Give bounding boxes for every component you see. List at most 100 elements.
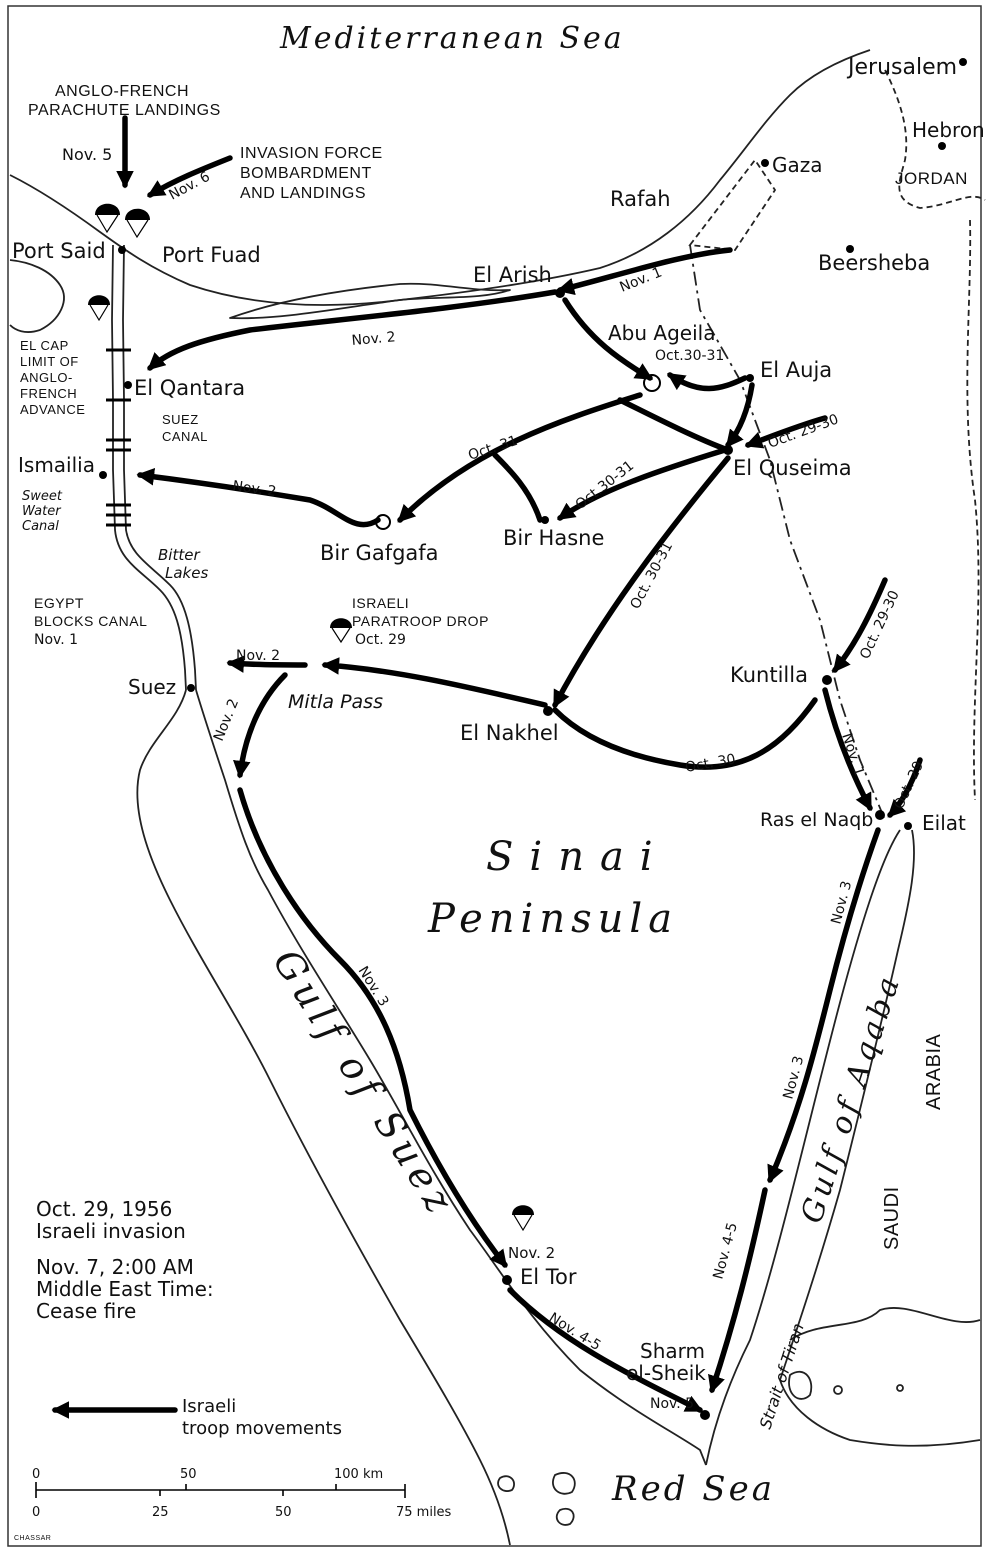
scale-mile-25: 25 — [152, 1505, 169, 1520]
suez-canal-east-bank — [122, 244, 197, 691]
label-mediterranean-sea: Mediterranean Sea — [279, 21, 625, 56]
delta-marsh — [9, 259, 65, 333]
bardawil-lagoon — [229, 282, 511, 320]
route-label-nov2-west: Nov. 2 — [211, 697, 242, 744]
route-label-nov45-west: Nov. 4-5 — [546, 1310, 604, 1354]
scale-km-0: 0 — [32, 1467, 40, 1482]
scale-km-100: 100 km — [334, 1467, 383, 1482]
label-sharm: Sharm — [640, 1339, 705, 1363]
note-sweet-water-2: Water — [22, 504, 62, 519]
map-credit: CHASSAR — [14, 1535, 51, 1542]
town-dot-beersheba — [846, 245, 854, 253]
route-nakhel-mitla — [321, 657, 548, 708]
scale-km-50: 50 — [180, 1467, 197, 1482]
route-mitla-south — [233, 672, 288, 779]
route-abuageila-birgafgafa — [397, 392, 643, 523]
label-beersheba: Beersheba — [818, 251, 930, 275]
legend-arrow-label-2: troop movements — [182, 1418, 342, 1439]
route-border-quseima — [744, 415, 828, 449]
gulf-of-aqaba-east-coast — [779, 829, 981, 1447]
route-east-to-sharm — [708, 1187, 768, 1394]
legend-timezone: Middle East Time: — [36, 1277, 214, 1301]
note-suez-canal-1: SUEZ — [162, 412, 199, 427]
label-gaza: Gaza — [772, 153, 823, 177]
label-rafah: Rafah — [610, 187, 671, 211]
label-hebron: Hebron — [912, 118, 985, 142]
route-elarish-abuageila — [562, 297, 654, 381]
town-dot-hebron — [938, 142, 946, 150]
label-port-fuad: Port Fuad — [162, 243, 261, 267]
route-label-nov45-east: Nov. 4-5 — [710, 1221, 740, 1281]
parachute-icon — [330, 618, 352, 644]
parachute-icon — [88, 295, 110, 322]
route-invasion-force — [146, 155, 233, 198]
route-rasnaqb-south — [767, 827, 881, 1184]
label-el-sheik: el-Sheik — [626, 1361, 706, 1385]
town-dot-suez — [187, 684, 195, 692]
label-jordan: JORDAN — [895, 169, 968, 188]
tiran-island — [788, 1370, 813, 1400]
route-eltor-sharm — [507, 1287, 704, 1413]
route-elarish-qantara — [147, 289, 558, 371]
scale-mile-0: 0 — [32, 1505, 40, 1520]
parachute-icon — [125, 208, 150, 239]
gulf-of-suez-west-coast — [136, 689, 511, 1546]
town-dot-el-qantara — [124, 381, 132, 389]
route-label-oct29-eilat: Oct. 29 — [891, 759, 927, 812]
gulf-of-aqaba-west-coast — [705, 829, 901, 1466]
route-border-kuntilla — [832, 577, 888, 673]
town-dot-el-quseima — [723, 445, 733, 455]
route-label-nov2-ismailia: Nov. 2 — [231, 478, 277, 500]
note-bitter-lakes-1: Bitter — [158, 546, 200, 564]
island-4 — [833, 1385, 843, 1395]
route-mitla-west — [226, 655, 308, 673]
town-dot-bir-hasne — [541, 516, 549, 524]
parachute-icon — [95, 203, 120, 234]
suez-canal-west-bank — [111, 244, 187, 691]
route-birgafgafa-ismailia — [136, 468, 381, 528]
label-eilat: Eilat — [922, 811, 966, 835]
arabian-coast — [789, 1307, 981, 1341]
town-dot-bir-gafgafa — [375, 514, 391, 530]
town-dot-gaza — [761, 159, 769, 167]
label-bir-hasne: Bir Hasne — [503, 526, 604, 550]
label-el-nakhel: El Nakhel — [460, 721, 559, 745]
label-jerusalem: Jerusalem — [846, 55, 957, 80]
route-label-nov2-mitla: Nov. 2 — [236, 648, 280, 664]
note-egypt-blocks-3: Nov. 1 — [34, 632, 78, 648]
note-egypt-blocks-1: EGYPT — [34, 595, 84, 611]
note-sweet-water-3: Canal — [22, 519, 59, 534]
label-suez: Suez — [128, 675, 176, 699]
note-invasion-force-1: INVASION FORCE — [240, 145, 383, 162]
label-red-sea: Red Sea — [611, 1469, 775, 1509]
label-strait-of-tiran: Strait of Tiran — [756, 1321, 808, 1431]
note-israeli-drop-3: Oct. 29 — [355, 632, 406, 648]
label-el-tor: El Tor — [520, 1265, 577, 1289]
note-el-cap-4: FRENCH — [20, 386, 77, 401]
note-bitter-lakes-2: Lakes — [165, 564, 208, 582]
note-nov5-parachute: Nov. 5 — [62, 145, 112, 164]
scale-mile-50: 50 — [275, 1505, 292, 1520]
gulf-of-suez-east-coast — [195, 689, 707, 1466]
town-dot-eilat — [904, 822, 912, 830]
note-suez-canal-2: CANAL — [162, 429, 208, 444]
route-rafah-elarish — [556, 247, 733, 296]
note-el-cap-1: EL CAP — [20, 338, 69, 353]
label-el-arish: El Arish — [473, 263, 552, 287]
label-el-qantara: El Qantara — [134, 376, 245, 400]
label-kuntilla: Kuntilla — [730, 663, 808, 687]
label-sinai: Sinai — [486, 834, 669, 880]
canal-block-marks — [106, 348, 131, 527]
town-dot-el-arish — [555, 288, 565, 298]
route-label-nov2-qantara: Nov. 2 — [351, 329, 396, 349]
town-dot-ras-el-naqb — [875, 810, 885, 820]
label-bir-gafgafa: Bir Gafgafa — [320, 541, 439, 565]
island-3 — [555, 1507, 575, 1526]
label-ismailia: Ismailia — [18, 453, 95, 477]
note-israeli-drop-1: ISRAELI — [352, 595, 409, 611]
gaza-strip-border — [688, 158, 777, 251]
route-label-oct3031-abu: Oct.30-31 — [655, 348, 724, 364]
note-anglo-french-2: PARACHUTE LANDINGS — [28, 102, 221, 119]
